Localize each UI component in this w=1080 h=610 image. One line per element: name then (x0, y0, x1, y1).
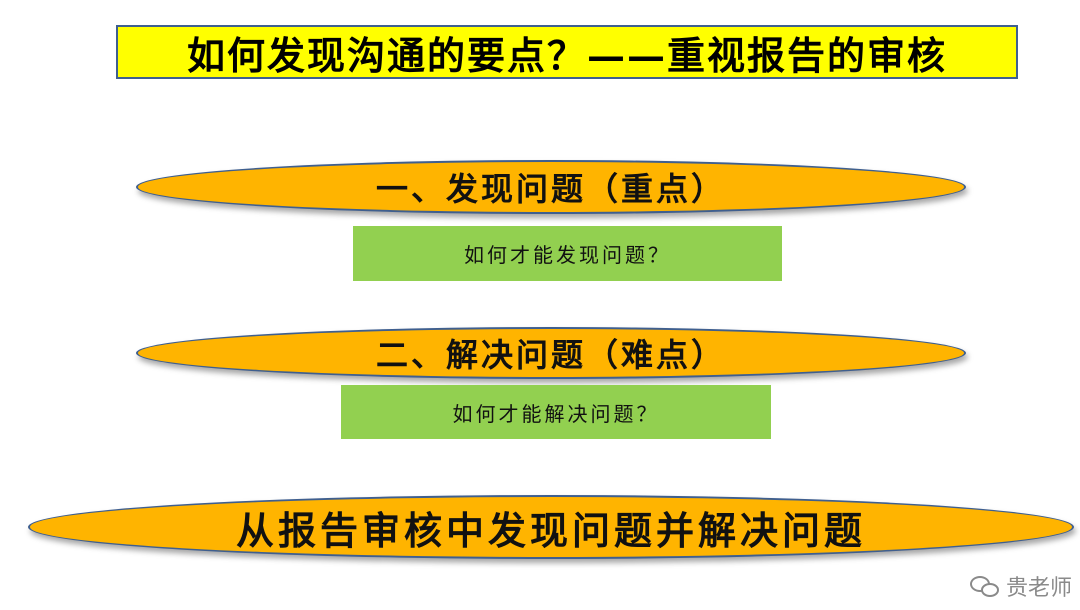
title-banner: 如何发现沟通的要点？——重视报告的审核 (116, 25, 1018, 79)
watermark: 贵老师 (969, 570, 1072, 602)
conclusion-ellipse: 从报告审核中发现问题并解决问题 (28, 495, 1074, 559)
section-2-question: 如何才能解决问题？ (452, 401, 660, 426)
section-2-heading-ellipse: 二、解决问题（难点） (136, 327, 966, 379)
section-2-question-box: 如何才能解决问题？ (341, 385, 771, 439)
section-1-question: 如何才能发现问题？ (464, 243, 671, 267)
section-1-heading-ellipse: 一、发现问题（重点） (136, 160, 966, 214)
section-1-question-box: 如何才能发现问题？ (353, 226, 782, 281)
page-title: 如何发现沟通的要点？——重视报告的审核 (186, 32, 947, 78)
wechat-icon (969, 574, 1000, 598)
watermark-text: 贵老师 (1005, 576, 1072, 601)
section-1-heading: 一、发现问题（重点） (375, 170, 726, 208)
section-2-heading: 二、解决问题（难点） (375, 336, 726, 374)
conclusion-text: 从报告审核中发现问题并解决问题 (235, 507, 866, 553)
